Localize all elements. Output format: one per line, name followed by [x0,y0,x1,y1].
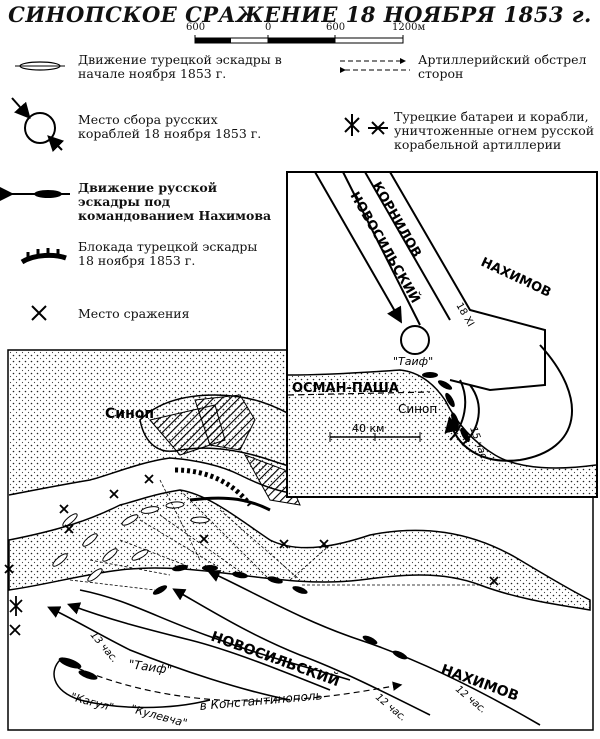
legend-artillery-fire: Артиллерийский обстрел сторон [418,52,587,81]
battle-site-icon [31,305,47,321]
legend-russian-assembly: Место сбора русских кораблей 18 ноября 1… [78,112,262,141]
turkish-ships [52,501,210,582]
legend-icons [0,58,410,321]
map-label-taif: "Таиф" [128,657,173,677]
legend-battle-site: Место сражения [78,306,190,321]
russian-movement-lines [47,570,541,726]
legend-blockade: Блокада турецкой эскадры 18 ноября 1853 … [78,239,258,268]
legend-turkish-movement: Движение турецкой эскадры в начале ноябр… [78,52,282,81]
scale-tick-0: 0 [265,22,272,33]
inset-label-osman-pasha: ОСМАН-ПАША [292,381,399,396]
assembly-point-icon [11,97,65,153]
destroyed-markers [4,474,499,636]
pursuit-line [53,659,211,709]
legend-russian-movement: Движение русской эскадры под командовани… [78,180,272,223]
scale-bar [194,35,404,44]
inset-map: НОВОСИЛЬСКИЙ КОРНИЛОВ НАХИМОВ 18 XI "Таи… [286,171,598,498]
map-label-sinop: Синоп [105,406,154,422]
destroyed-battery-icon [344,114,388,136]
artillery-fire-icon [340,58,410,73]
inset-label-taif: "Таиф" [393,355,433,368]
inset-label-sinop: Синоп [398,402,437,416]
scale-tick-1200: 1200м [392,22,426,33]
turkish-escape-route [59,659,403,702]
inset-scale [329,432,421,442]
legend-destroyed-batteries: Турецкие батареи и корабли, уничтоженные… [394,109,595,152]
russian-movement-icon [0,186,70,202]
scale-tick-600-right: 600 [326,22,346,33]
blockade-icon [20,248,67,265]
inset-turkish-squadron [422,372,470,443]
map-title: СИНОПСКОЕ СРАЖЕНИЕ 18 НОЯБРЯ 1853 г. [8,2,592,27]
inset-label-scale: 40 км [352,422,384,435]
turkish-movement-icon [15,61,65,71]
inset-assembly-circle [400,325,430,355]
scale-tick-600-left: 600 [186,22,206,33]
artillery-fire-lines [69,479,480,591]
